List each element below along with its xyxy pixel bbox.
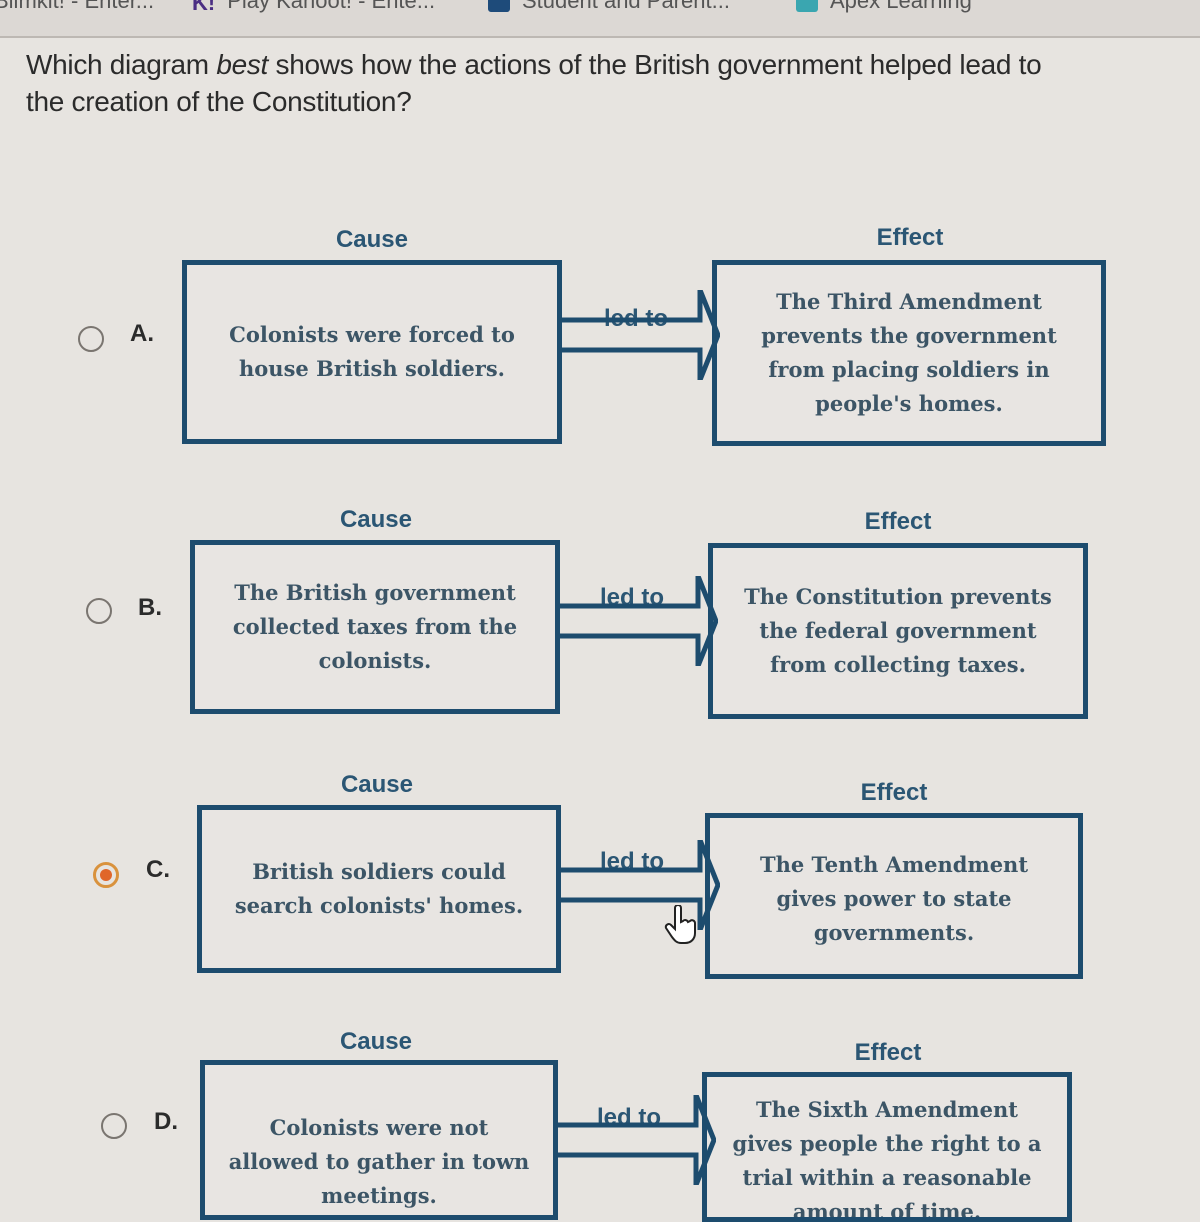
cause-label: Cause [335, 226, 409, 253]
bookmark-student-parent[interactable]: Student and Parent... [488, 0, 730, 14]
effect-box: The Sixth Amendment gives people the rig… [702, 1072, 1072, 1222]
kahoot-icon: K! [192, 0, 216, 15]
student-parent-icon [488, 0, 510, 12]
effect-text: The Sixth Amendment gives people the rig… [732, 1097, 1042, 1222]
cause-box: Colonists were forced to house British s… [182, 260, 562, 444]
radio-button[interactable] [101, 1113, 127, 1139]
effect-label: Effect [854, 1039, 922, 1066]
bookmark-bar: Blimkit! - Enter... K! Play Kahoot! - En… [0, 0, 1200, 38]
effect-label: Effect [860, 779, 928, 806]
effect-box: The Third Amendment prevents the governm… [712, 260, 1106, 446]
question-suffix: shows how the actions of the British gov… [26, 49, 1042, 117]
radio-button[interactable] [86, 598, 112, 624]
cause-text: British soldiers could search colonists'… [234, 859, 524, 918]
option-letter: D. [154, 1108, 178, 1135]
bookmark-kahoot[interactable]: K! Play Kahoot! - Ente... [192, 0, 436, 15]
effect-text: The Third Amendment prevents the governm… [761, 289, 1057, 416]
cause-box: British soldiers could search colonists'… [197, 805, 561, 973]
cause-box: Colonists were not allowed to gather in … [200, 1060, 558, 1220]
apex-icon [796, 0, 818, 12]
bookmark-apex[interactable]: Apex Learning [796, 0, 972, 14]
effect-label: Effect [864, 508, 932, 535]
option-letter: A. [130, 320, 154, 347]
effect-box: The Tenth Amendment gives power to state… [705, 813, 1083, 979]
effect-text: The Tenth Amendment gives power to state… [759, 852, 1029, 945]
effect-label: Effect [876, 224, 944, 251]
hand-cursor-icon [664, 905, 696, 944]
effect-text: The Constitution prevents the federal go… [744, 584, 1052, 677]
radio-button[interactable] [78, 326, 104, 352]
question-text: Which diagram best shows how the actions… [26, 46, 1066, 120]
cause-text: Colonists were not allowed to gather in … [228, 1115, 530, 1208]
arrow-icon [558, 576, 718, 666]
bookmark-label: Blimkit! - Enter... [0, 0, 155, 13]
option-letter: C. [146, 856, 170, 883]
bookmark-label: Student and Parent... [522, 0, 730, 13]
arrow-icon [560, 840, 720, 930]
question-prefix: Which diagram [26, 49, 217, 80]
cause-label: Cause [340, 771, 414, 798]
bookmark-label: Play Kahoot! - Ente... [227, 0, 436, 13]
arrow-icon [556, 1095, 716, 1185]
cause-box: The British government collected taxes f… [190, 540, 560, 714]
cause-text: The British government collected taxes f… [232, 580, 518, 673]
cause-label: Cause [339, 506, 413, 533]
effect-box: The Constitution prevents the federal go… [708, 543, 1088, 719]
cause-label: Cause [339, 1028, 413, 1055]
arrow-icon [560, 290, 720, 380]
option-letter: B. [138, 594, 162, 621]
bookmark-label: Apex Learning [830, 0, 972, 13]
question-emphasis: best [216, 49, 269, 80]
bookmark-blimkit[interactable]: Blimkit! - Enter... [0, 0, 154, 14]
radio-button[interactable] [93, 862, 119, 888]
cause-text: Colonists were forced to house British s… [229, 322, 515, 381]
